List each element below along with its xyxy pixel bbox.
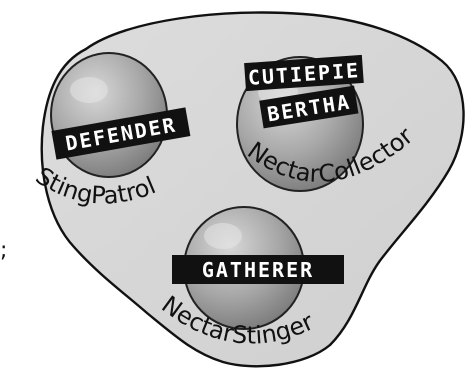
reference-label-bg [51, 107, 191, 160]
reference-label-bg [259, 85, 359, 129]
bubble-highlight [70, 77, 108, 103]
stray-mark: ; [0, 238, 7, 263]
reference-label-bg [172, 255, 344, 284]
reference-label: GATHERER [202, 258, 314, 282]
bubble-highlight [204, 223, 242, 249]
reference-label-bg [244, 54, 364, 92]
